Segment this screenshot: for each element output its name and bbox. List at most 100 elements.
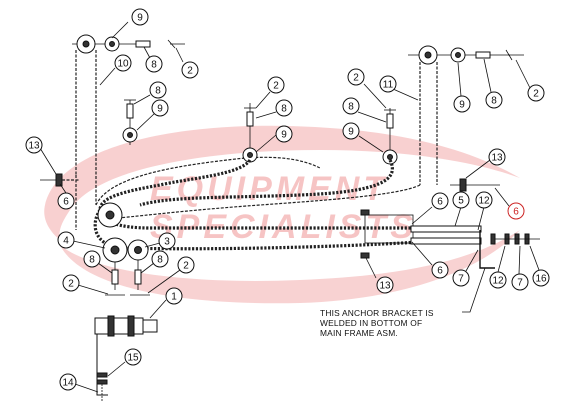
callout-circle [485, 91, 503, 109]
callout-label: 1 [171, 292, 177, 303]
callout-label: 4 [63, 236, 69, 247]
watermark-swoosh-lower [60, 230, 520, 304]
callout-label: 9 [281, 130, 287, 141]
callout-circle [275, 125, 293, 143]
callout-circle [489, 271, 507, 289]
callout-label: 13 [28, 141, 40, 152]
watermark-line1: EQUIPMENT [150, 170, 388, 208]
callout-label: 12 [492, 276, 504, 287]
callout-9: 9 [136, 99, 169, 131]
callout-circle [342, 122, 360, 140]
callout-circle [151, 99, 169, 117]
callout-circle [527, 84, 545, 102]
callout-circle [452, 269, 470, 287]
callout-label: 3 [164, 237, 170, 248]
callout-label: 16 [535, 274, 547, 285]
callout-16: 16 [529, 245, 550, 287]
note-line-3: MAIN FRAME ASM. [320, 328, 398, 338]
callout-8: 8 [143, 46, 163, 73]
callout-8: 8 [255, 99, 293, 119]
callout-label: 15 [127, 353, 139, 364]
callout-label: 2 [68, 279, 74, 290]
callout-6: 6 [411, 241, 449, 279]
callout-label: 8 [281, 104, 287, 115]
callout-label: 6 [513, 207, 519, 218]
callout-circle [379, 75, 397, 93]
callout-circle [511, 273, 529, 291]
callout-4: 4 [57, 231, 106, 249]
cylinders [360, 209, 482, 259]
callout-circle [151, 250, 169, 268]
callout-circle [57, 192, 75, 210]
callout-6: 6 [57, 183, 75, 210]
callout-6: 6 [494, 187, 525, 220]
mid-center-pulley [242, 103, 258, 163]
callout-label: 8 [155, 86, 161, 97]
note-line-2: WELDED IN BOTTOM OF [320, 318, 423, 328]
callout-circle [347, 68, 365, 86]
callout-15: 15 [107, 348, 142, 377]
callout-label: 5 [458, 196, 464, 207]
callout-11: 11 [379, 75, 419, 101]
anchor-hardware [479, 230, 540, 269]
callout-label: 13 [491, 153, 503, 164]
callout-14: 14 [59, 373, 99, 393]
callout-label: 8 [151, 60, 157, 71]
callout-label: 10 [117, 59, 129, 70]
callout-label: 11 [383, 80, 394, 91]
callout-8: 8 [83, 250, 113, 274]
callout-label: 7 [517, 278, 523, 289]
bracket-icon [94, 317, 144, 335]
callout-circle [507, 202, 525, 220]
note-line-1: THIS ANCHOR BRACKET IS [320, 308, 434, 318]
callout-label: 6 [437, 197, 443, 208]
callout-label: 12 [478, 196, 490, 207]
watermark [44, 125, 520, 304]
clevis-pin-icon [505, 49, 524, 61]
callout-circle [475, 191, 493, 209]
callout-circle [57, 231, 75, 249]
callout-5: 5 [452, 191, 470, 227]
callout-3: 3 [144, 232, 176, 250]
callout-circle [488, 148, 506, 166]
callout-label: 9 [137, 13, 143, 24]
callout-label: 9 [459, 100, 465, 111]
callout-label: 2 [183, 261, 189, 272]
callout-13: 13 [25, 136, 57, 175]
note-leader [462, 267, 486, 313]
callout-7: 7 [452, 249, 479, 287]
callout-circle [83, 250, 101, 268]
callout-circle [59, 373, 77, 391]
callout-label: 6 [437, 266, 443, 277]
main-chain [40, 158, 500, 251]
lower-pulleys [102, 237, 150, 296]
pin-icon [135, 40, 151, 48]
callout-12: 12 [475, 191, 493, 231]
callout-circle [124, 348, 142, 366]
callout-2: 2 [347, 68, 387, 109]
callout-label: 13 [379, 281, 391, 292]
callout-label: 2 [273, 81, 279, 92]
callout-label: 9 [157, 104, 163, 115]
callout-9: 9 [342, 122, 384, 153]
callout-7: 7 [511, 245, 529, 291]
base-bracket [94, 315, 158, 402]
clevis-pin-icon [167, 39, 185, 49]
callout-6: 6 [411, 192, 449, 225]
callout-8: 8 [483, 58, 503, 109]
callout-label: 8 [89, 255, 95, 266]
callout-2: 2 [62, 274, 109, 295]
callout-1: 1 [149, 287, 183, 319]
callout-circle [452, 191, 470, 209]
right-chain-assembly [382, 45, 524, 185]
callout-12: 12 [489, 245, 507, 289]
callout-label: 7 [458, 274, 464, 285]
callout-circle [181, 61, 199, 79]
callout-circle [376, 276, 394, 294]
callout-8: 8 [133, 81, 167, 105]
callout-circle [431, 261, 449, 279]
callout-circle [453, 95, 471, 113]
callout-circle [177, 256, 195, 274]
callout-10: 10 [99, 54, 132, 86]
